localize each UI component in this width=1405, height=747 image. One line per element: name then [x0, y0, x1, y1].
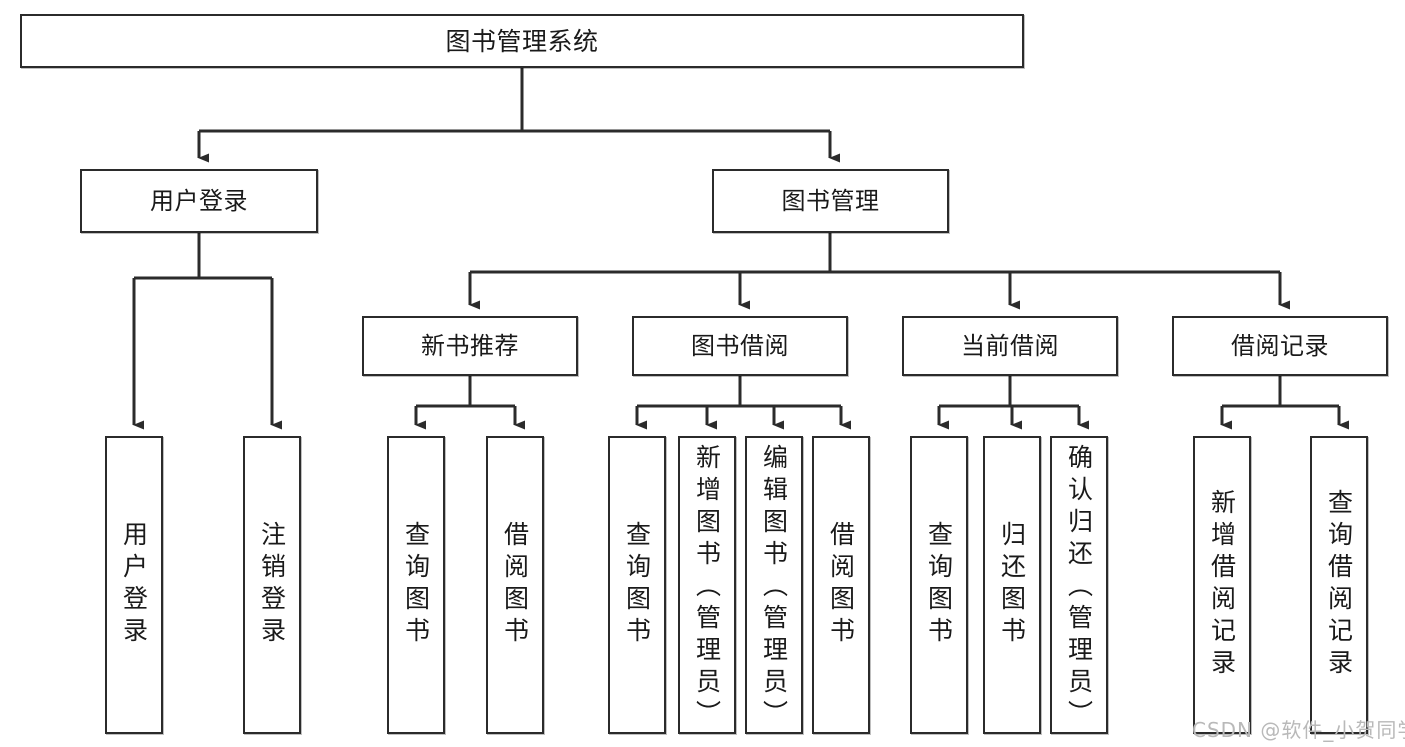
node-current-borrow-label: 当前借阅 [961, 332, 1059, 360]
node-book-borrow-label: 图书借阅 [691, 332, 789, 360]
node-leaf-query-book-1-label: 查询图书 [401, 521, 431, 649]
node-leaf-query-borrow-record[interactable]: 查询借阅记录 [1310, 436, 1368, 734]
node-leaf-add-borrow-record-label: 新增借阅记录 [1207, 489, 1237, 681]
node-new-book-recommend[interactable]: 新书推荐 [362, 316, 578, 376]
node-borrow-record[interactable]: 借阅记录 [1172, 316, 1388, 376]
node-leaf-borrow-book-2-label: 借阅图书 [826, 521, 856, 649]
node-user-login-label: 用户登录 [150, 187, 248, 215]
node-leaf-query-book-1[interactable]: 查询图书 [387, 436, 445, 734]
node-leaf-user-login[interactable]: 用户登录 [105, 436, 163, 734]
node-leaf-borrow-book-2[interactable]: 借阅图书 [812, 436, 870, 734]
node-leaf-add-borrow-record[interactable]: 新增借阅记录 [1193, 436, 1251, 734]
node-root-system-label: 图书管理系统 [445, 26, 599, 56]
node-leaf-borrow-book-1-label: 借阅图书 [500, 521, 530, 649]
node-book-borrow[interactable]: 图书借阅 [632, 316, 848, 376]
node-leaf-logout-login-label: 注销登录 [257, 521, 287, 649]
node-leaf-edit-book-admin-label: 编辑图书（管理员） [759, 444, 789, 732]
node-leaf-query-book-2-label: 查询图书 [622, 521, 652, 649]
node-leaf-query-borrow-record-label: 查询借阅记录 [1324, 489, 1354, 681]
node-root-system[interactable]: 图书管理系统 [20, 14, 1024, 68]
node-user-login[interactable]: 用户登录 [80, 169, 318, 233]
node-leaf-logout-login[interactable]: 注销登录 [243, 436, 301, 734]
node-book-management[interactable]: 图书管理 [712, 169, 949, 233]
node-leaf-query-book-3[interactable]: 查询图书 [910, 436, 968, 734]
node-leaf-return-book[interactable]: 归还图书 [983, 436, 1041, 734]
node-leaf-confirm-return-admin-label: 确认归还（管理员） [1064, 444, 1094, 732]
node-leaf-borrow-book-1[interactable]: 借阅图书 [486, 436, 544, 734]
node-leaf-add-book-admin[interactable]: 新增图书（管理员） [678, 436, 736, 734]
node-new-book-recommend-label: 新书推荐 [421, 332, 519, 360]
node-leaf-user-login-label: 用户登录 [119, 521, 149, 649]
node-borrow-record-label: 借阅记录 [1231, 332, 1329, 360]
node-leaf-edit-book-admin[interactable]: 编辑图书（管理员） [745, 436, 803, 734]
node-leaf-confirm-return-admin[interactable]: 确认归还（管理员） [1050, 436, 1108, 734]
node-leaf-query-book-3-label: 查询图书 [924, 521, 954, 649]
node-leaf-add-book-admin-label: 新增图书（管理员） [692, 444, 722, 732]
node-leaf-query-book-2[interactable]: 查询图书 [608, 436, 666, 734]
csdn-watermark: CSDN @软件_小贺同学 [1192, 718, 1405, 742]
node-current-borrow[interactable]: 当前借阅 [902, 316, 1118, 376]
node-leaf-return-book-label: 归还图书 [997, 521, 1027, 649]
node-book-management-label: 图书管理 [781, 187, 880, 215]
